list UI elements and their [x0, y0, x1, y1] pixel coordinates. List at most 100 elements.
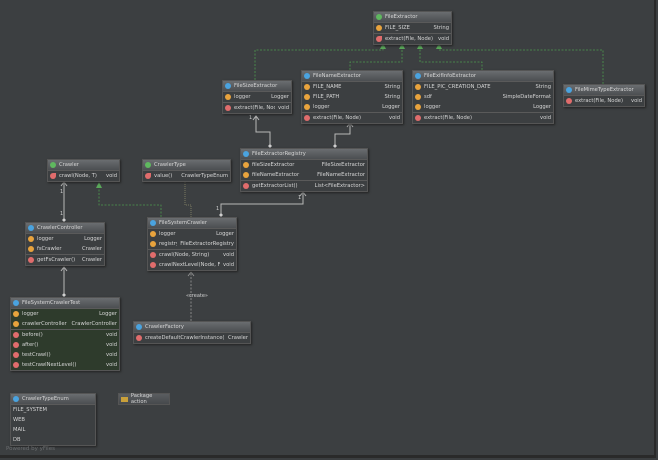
field-icon [415, 104, 421, 110]
create-label: «create» [186, 293, 208, 299]
method-row: extract(File, Node)void [302, 113, 402, 123]
multiplicity-label: 1 [60, 211, 64, 217]
method-icon [243, 183, 249, 189]
field-icon [304, 84, 310, 90]
method-row: extract(File, Node)void [564, 96, 644, 106]
method-row: crawl(Node, String)void [148, 250, 236, 260]
method-row: extract(File, Node)void [374, 34, 451, 44]
multiplicity-label: 1 [298, 195, 302, 201]
method-row: getFsCrawler()Crawler [26, 255, 104, 265]
method-icon [13, 352, 19, 358]
field-icon [150, 231, 156, 237]
class-name: FileSystemCrawler [159, 220, 207, 226]
field-icon [13, 321, 19, 327]
field-icon [28, 246, 34, 252]
method-icon [28, 257, 34, 263]
field-icon [376, 25, 382, 31]
class-name: FileMimeTypeExtractor [575, 87, 634, 93]
class-header: FileNameExtractor [302, 71, 402, 81]
method-icon [376, 36, 382, 42]
powered-by-label: Powered by yFiles [6, 446, 55, 452]
method-row: before()void [11, 330, 119, 340]
class-name: Crawler [59, 162, 79, 168]
method-row: after()void [11, 340, 119, 350]
class-header: FileSystemCrawlerTest [11, 298, 119, 308]
class-node-crawler-type[interactable]: CrawlerType value()CrawlerTypeEnum [142, 159, 231, 182]
package-label: Package action [130, 393, 153, 405]
field-icon [225, 94, 231, 100]
method-row: crawl(Node, T)void [48, 171, 119, 181]
method-row: extract(File, Node)void [223, 103, 291, 113]
method-icon [566, 98, 572, 104]
class-name: CrawlerFactory [145, 324, 184, 330]
method-icon [145, 173, 151, 179]
class-header: FileSizeExtractor [223, 81, 291, 91]
package-action-node[interactable]: Package action [118, 393, 170, 405]
assoc-fscrawler-registry [220, 192, 304, 215]
class-name: FileExtractorRegistry [252, 151, 306, 157]
method-row: value()CrawlerTypeEnum [143, 171, 230, 181]
class-icon [28, 225, 34, 231]
class-icon [243, 151, 249, 157]
class-name: CrawlerType [154, 162, 186, 168]
class-header: CrawlerType [143, 160, 230, 170]
field-icon [304, 94, 310, 100]
interface-icon [145, 162, 151, 168]
method-row: extract(File, Node)void [413, 113, 553, 123]
class-icon [415, 73, 421, 79]
enum-constant: WEB [13, 417, 25, 423]
interface-icon [50, 162, 56, 168]
field-icon [304, 104, 310, 110]
method-row: getExtractorList()List<FileExtractor> [241, 181, 367, 191]
class-header: CrawlerFactory [134, 322, 250, 332]
dependency-crawlertype [184, 182, 192, 217]
enum-constant: MAIL [13, 427, 26, 433]
class-node-file-mime-type-extractor[interactable]: FileMimeTypeExtractor extract(File, Node)… [563, 84, 645, 107]
folder-icon [121, 396, 128, 402]
class-name: FileSystemCrawlerTest [22, 300, 81, 306]
method-icon [13, 342, 19, 348]
method-row: testCrawlNextLevel()void [11, 360, 119, 370]
field-icon [415, 84, 421, 90]
enum-constant: FILE_SYSTEM [13, 407, 47, 413]
field-icon [415, 94, 421, 100]
enum-icon [13, 396, 19, 402]
class-name: FileSizeExtractor [234, 83, 278, 89]
class-header: FileSystemCrawler [148, 218, 236, 228]
multiplicity-label: 1 [249, 115, 253, 121]
multiplicity-label: 1 [216, 206, 220, 212]
field-icon [13, 311, 19, 317]
method-icon [150, 252, 156, 258]
method-icon [225, 105, 231, 111]
method-icon [150, 262, 156, 268]
method-icon [13, 332, 19, 338]
class-name: CrawlerController [37, 225, 83, 231]
method-row: crawlNextLevel(Node, File)void [148, 260, 236, 270]
class-name: FileNameExtractor [313, 73, 361, 79]
assoc-registry-filename [334, 123, 351, 147]
field-icon [243, 162, 249, 168]
class-node-crawler[interactable]: Crawler crawl(Node, T)void [47, 159, 120, 182]
class-name: CrawlerTypeEnum [22, 396, 69, 402]
realization-exif [419, 44, 483, 70]
method-icon [415, 115, 421, 121]
